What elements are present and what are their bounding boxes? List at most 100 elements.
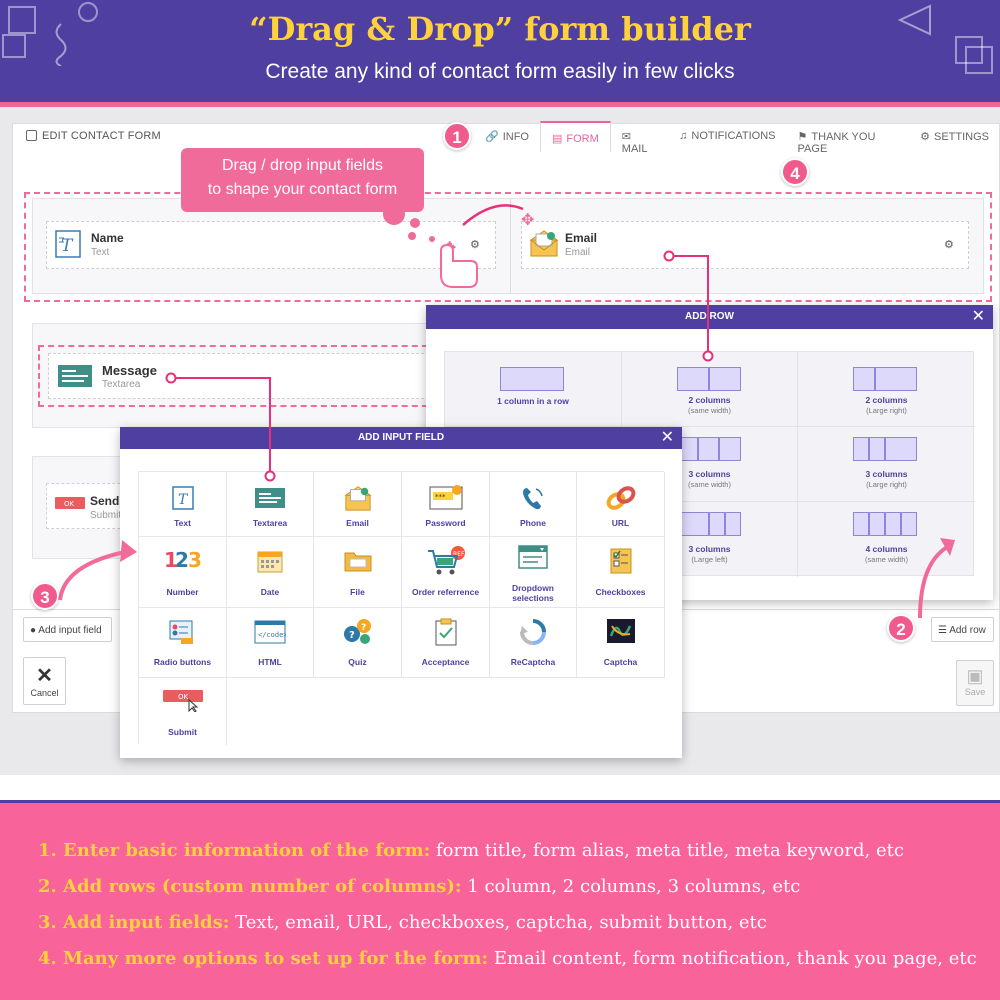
quiz-icon: ?? <box>343 619 371 644</box>
email-icon <box>529 230 559 257</box>
submit-icon: OK <box>55 497 85 509</box>
decor-square <box>8 6 36 34</box>
row-option-3-columns-large-right[interactable]: 3 columns (Large right) <box>798 427 975 502</box>
svg-text:OK: OK <box>64 500 75 508</box>
dialog-title: ADD INPUT FIELD <box>120 427 682 449</box>
cancel-button[interactable]: ✕ Cancel <box>23 657 66 705</box>
decor-square <box>965 46 993 74</box>
text-field-icon: T <box>171 486 194 510</box>
edit-contact-form-label: EDIT CONTACT FORM <box>26 130 161 142</box>
footer-line-3: 3. Add input fields: Text, email, URL, c… <box>38 912 767 933</box>
save-button[interactable]: ▣ Save <box>956 660 994 706</box>
field-type: Submit <box>90 510 122 521</box>
row-drop-zone <box>24 192 992 302</box>
footer-line-1: 1. Enter basic information of the form: … <box>38 840 904 861</box>
input-option-checkboxes[interactable]: Checkboxes <box>577 537 665 608</box>
header-banner: “Drag & Drop” form builder Create any ki… <box>0 0 1000 102</box>
dialog-title: ADD ROW <box>426 305 993 329</box>
step-badge-3: 3 <box>31 582 59 610</box>
tab-info[interactable]: 🔗INFO <box>485 131 529 143</box>
dropdown-icon <box>518 545 548 569</box>
textarea-icon <box>255 488 285 508</box>
svg-text:</code>: </code> <box>258 631 286 639</box>
svg-text:***: *** <box>435 493 446 501</box>
svg-text:?: ? <box>349 630 355 641</box>
field-label: Send <box>90 494 120 508</box>
footer-line-4: 4. Many more options to set up for the f… <box>38 948 977 969</box>
input-option-phone[interactable]: Phone <box>490 472 577 537</box>
tab-mail[interactable]: ✉MAIL <box>621 131 648 155</box>
field-type: Email <box>565 247 591 258</box>
tab-thank-you-page[interactable]: ⚑THANK YOU PAGE <box>797 131 876 155</box>
field-label: Email <box>565 231 598 245</box>
drag-arrow: ✥ ✥ <box>410 204 534 288</box>
input-option-text[interactable]: T Text <box>139 472 227 537</box>
input-option-date[interactable]: Date <box>227 537 314 608</box>
add-row-button[interactable]: ☰ Add row <box>931 617 994 642</box>
text-field-icon: T <box>55 230 81 258</box>
close-icon[interactable]: ✕ <box>660 429 674 446</box>
input-option-url[interactable]: URL <box>577 472 665 537</box>
step-badge-4: 4 <box>781 158 809 186</box>
svg-text:✥: ✥ <box>521 210 534 229</box>
tab-settings[interactable]: ⚙SETTINGS <box>920 131 989 143</box>
input-option-file[interactable]: File <box>314 537 402 608</box>
field-type: Textarea <box>102 379 141 390</box>
input-option-quiz[interactable]: ?? Quiz <box>314 608 402 678</box>
header-stripe <box>0 102 1000 107</box>
input-option-radio-buttons[interactable]: Radio buttons <box>139 608 227 678</box>
step-badge-1: 1 <box>443 122 471 150</box>
input-option-captcha[interactable]: Captcha <box>577 608 665 678</box>
input-option-dropdown[interactable]: Dropdown selections <box>490 537 577 608</box>
drag-drop-tooltip: Drag / drop input fields to shape your c… <box>181 148 424 212</box>
svg-text:OK: OK <box>178 693 189 701</box>
row-option-2-columns-same[interactable]: 2 columns (same width) <box>622 352 798 427</box>
svg-text:2: 2 <box>175 548 189 572</box>
edit-icon <box>26 130 37 141</box>
svg-text:REF: REF <box>453 551 465 558</box>
tab-form[interactable]: ▤FORM <box>539 121 611 153</box>
gear-icon[interactable]: ⚙ <box>470 239 480 251</box>
decor-square <box>2 34 26 58</box>
gear-icon[interactable]: ⚙ <box>944 239 954 251</box>
add-input-field-dialog: ADD INPUT FIELD ✕ T Text Textarea Email … <box>120 427 682 758</box>
input-option-order-reference[interactable]: REF Order referrence <box>402 537 490 608</box>
row-option-4-columns-same[interactable]: 4 columns (same width) <box>798 502 975 577</box>
input-option-recaptcha[interactable]: ReCaptcha <box>490 608 577 678</box>
row-option-2-columns-large-right[interactable]: 2 columns (Large right) <box>798 352 975 427</box>
tooltip-tail <box>383 206 416 240</box>
add-input-field-button[interactable]: ● Add input field <box>23 617 112 642</box>
flag-icon: ⚑ <box>797 131 808 143</box>
decor-triangle <box>897 4 931 36</box>
form-icon: ▤ <box>551 133 563 145</box>
row-option-3-columns-same[interactable]: 3 columns (same width) <box>622 427 798 502</box>
form-field-email[interactable] <box>521 221 969 269</box>
input-option-password[interactable]: *** Password <box>402 472 490 537</box>
plus-icon: ● <box>30 625 37 636</box>
cart-icon: REF <box>427 546 465 575</box>
input-option-submit[interactable]: OK Submit <box>139 678 227 745</box>
input-option-html[interactable]: </code> HTML <box>227 608 314 678</box>
row-option-3-columns-large-left[interactable]: 3 columns (Large left) <box>622 502 798 577</box>
footer-divider <box>0 800 1000 803</box>
code-icon: </code> <box>254 620 286 644</box>
envelope-icon: ✉ <box>621 131 631 143</box>
close-icon[interactable]: ✕ <box>971 308 985 325</box>
field-type: Text <box>91 247 110 258</box>
footer-line-2: 2. Add rows (custom number of columns): … <box>38 876 801 897</box>
password-icon: *** <box>429 485 462 510</box>
submit-icon: OK <box>162 690 203 712</box>
input-option-textarea[interactable]: Textarea <box>227 472 314 537</box>
list-icon: ☰ <box>938 625 947 636</box>
input-option-acceptance[interactable]: Acceptance <box>402 608 490 678</box>
page-subtitle: Create any kind of contact form easily i… <box>265 60 735 83</box>
input-field-grid: T Text Textarea Email *** Password Phone… <box>138 471 665 745</box>
row-option-1-column[interactable]: 1 column in a row <box>445 352 622 427</box>
svg-text:?: ? <box>361 623 366 633</box>
decor-square <box>955 36 983 64</box>
tab-notifications[interactable]: ♫NOTIFICATIONS <box>679 130 776 142</box>
form-field-name[interactable] <box>46 221 496 269</box>
input-option-email[interactable]: Email <box>314 472 402 537</box>
